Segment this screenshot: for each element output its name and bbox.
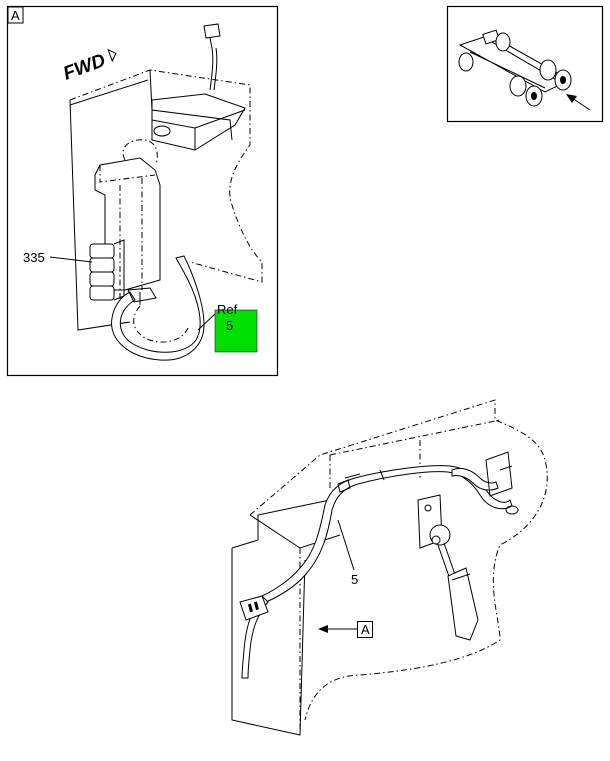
harness-lower xyxy=(241,595,269,679)
harness-branch xyxy=(451,467,499,491)
bracket-inner xyxy=(99,165,156,300)
connector-pin-2 xyxy=(253,601,259,611)
harness-loop-outer xyxy=(111,255,205,361)
view-a-pointer-box xyxy=(357,621,373,638)
top-wire xyxy=(209,47,218,91)
harness-main xyxy=(261,465,513,604)
pivot-bolt xyxy=(424,504,432,512)
switch-2 xyxy=(89,257,115,273)
harness-tie xyxy=(337,469,385,493)
switch-1 xyxy=(89,243,115,259)
switch-stack xyxy=(89,239,125,301)
wheel-hub-2 xyxy=(560,76,566,84)
mounting-box xyxy=(151,93,246,151)
callout-335-leader xyxy=(49,256,93,263)
callout-5: 5 xyxy=(351,572,358,587)
locator-view xyxy=(446,5,604,123)
view-letter-label: A xyxy=(11,8,20,23)
callout-5-leader xyxy=(337,519,355,571)
switch-3 xyxy=(89,271,115,287)
fwd-arrow-icon xyxy=(107,48,117,63)
ref-leader xyxy=(197,313,216,331)
view-a-pointer-icon xyxy=(318,625,328,633)
ref-highlight-box xyxy=(214,309,258,353)
harness-loop-inner xyxy=(133,305,189,343)
locator-arrow-icon xyxy=(566,94,577,103)
view-a-pointer-letter: A xyxy=(361,622,370,637)
bracket-wire-loop xyxy=(122,139,158,166)
left-connector xyxy=(239,595,269,621)
switch-4 xyxy=(89,285,115,301)
view-letter-box xyxy=(7,6,24,24)
switch-side xyxy=(113,239,125,301)
wheel-rear-1 xyxy=(509,75,527,97)
locator-arrow-shaft xyxy=(571,97,591,111)
pedal-pad xyxy=(447,567,479,641)
callout-335: 335 xyxy=(23,250,45,265)
panel-left-edge-inner xyxy=(69,79,149,106)
inner-panel-outline xyxy=(329,419,501,490)
ref-item-number: 5 xyxy=(226,318,233,333)
grommet xyxy=(153,125,171,137)
switch-bracket xyxy=(94,157,161,291)
connector-body xyxy=(239,595,269,621)
cab-block xyxy=(482,29,500,45)
main-view: 5 A xyxy=(231,399,548,736)
wheel-hub xyxy=(531,92,537,100)
back-panel-outline xyxy=(69,69,263,283)
wheel-rear-3 xyxy=(539,59,557,81)
right-grommet xyxy=(505,505,519,515)
detail-view-a: A FWD 335 xyxy=(6,5,279,377)
top-connector xyxy=(203,23,221,49)
right-connector xyxy=(485,451,513,497)
ref-label: Ref xyxy=(217,302,238,317)
wheel-front-right xyxy=(495,32,511,52)
wheel-front-left xyxy=(458,52,474,72)
pedal-pad-line xyxy=(451,573,471,581)
cab-panel-outline xyxy=(249,399,548,721)
sensor-center xyxy=(431,535,441,545)
floor-panel xyxy=(231,499,331,736)
pedal-assembly xyxy=(417,494,479,641)
wheels xyxy=(458,32,572,107)
clamp xyxy=(127,287,157,305)
connector-pin-1 xyxy=(247,603,253,613)
panel-lip xyxy=(149,69,233,141)
